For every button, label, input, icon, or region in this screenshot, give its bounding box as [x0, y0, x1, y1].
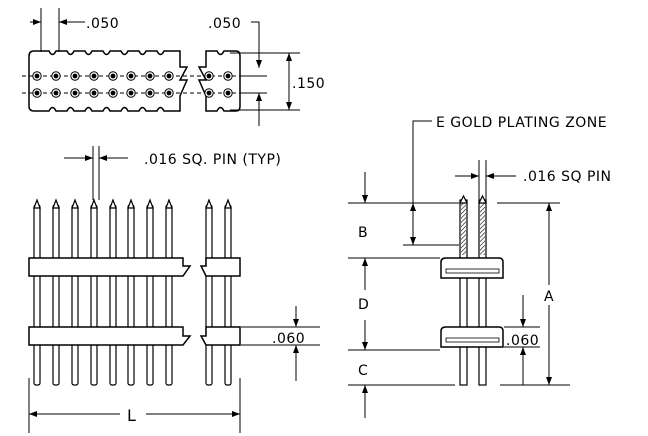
top-pin-dot: [72, 90, 78, 96]
front-pin: [52, 204, 60, 386]
top-pin-dot: [147, 73, 153, 79]
front-pin: [127, 204, 135, 386]
gold-plating-left: [461, 203, 466, 255]
dim-front-spacer: .060: [272, 331, 305, 347]
top-pin-dot: [34, 73, 40, 79]
top-pin-dot: [166, 90, 172, 96]
front-upper-insulator-right: [199, 257, 241, 277]
top-pin-dot: [225, 73, 231, 79]
front-pin: [205, 204, 213, 386]
front-pin: [224, 204, 232, 386]
top-pin-dot: [206, 73, 212, 79]
dim-pin-size: .016 SQ. PIN (TYP): [144, 152, 281, 168]
front-pin: [90, 204, 98, 386]
front-pin: [165, 204, 173, 386]
front-pin: [146, 204, 154, 386]
front-lower-insulator-right: [199, 326, 241, 346]
dim-row-spacing: .150: [292, 76, 325, 92]
side-lower-insulator: [440, 326, 504, 348]
top-pin-dot: [110, 90, 116, 96]
top-pin-dot: [72, 73, 78, 79]
gold-plating-right: [480, 203, 485, 255]
dim-length: L: [127, 406, 136, 425]
top-pin-dot: [53, 73, 59, 79]
dim-b: B: [358, 225, 368, 241]
dim-d: D: [358, 297, 369, 313]
top-view: .050 .050 .150: [22, 8, 325, 126]
front-pin: [71, 204, 79, 386]
top-view-pins: [22, 71, 245, 98]
top-pin-dot: [110, 73, 116, 79]
top-pin-dot: [34, 90, 40, 96]
dim-a: A: [544, 289, 554, 305]
top-pin-dot: [166, 73, 172, 79]
top-pin-dot: [128, 73, 134, 79]
top-pin-dot: [91, 73, 97, 79]
dim-plating-zone: E GOLD PLATING ZONE: [436, 115, 607, 131]
top-pin-dot: [206, 90, 212, 96]
dim-top-pitch: .050: [86, 16, 119, 32]
side-upper-insulator: [440, 257, 504, 279]
top-pin-dot: [53, 90, 59, 96]
dim-top-edge: .050: [208, 16, 241, 32]
side-view: E GOLD PLATING ZONE .016 SQ PIN B D C: [348, 115, 612, 418]
front-lower-insulator-left: [28, 326, 192, 346]
front-pin: [109, 204, 117, 386]
top-pin-dot: [225, 90, 231, 96]
front-upper-insulator-left: [28, 257, 192, 277]
dim-side-spacer: .060: [506, 333, 539, 349]
top-view-body-right: [197, 50, 241, 112]
dim-c: C: [358, 363, 368, 379]
front-view: .016 SQ. PIN (TYP) .060 L: [28, 146, 320, 433]
dim-side-pin: .016 SQ PIN: [523, 169, 612, 185]
top-pin-dot: [91, 90, 97, 96]
front-view-pins: [33, 198, 232, 386]
top-pin-dot: [147, 90, 153, 96]
top-view-body-left: [28, 50, 189, 112]
top-pin-dot: [128, 90, 134, 96]
front-pin: [33, 204, 41, 386]
